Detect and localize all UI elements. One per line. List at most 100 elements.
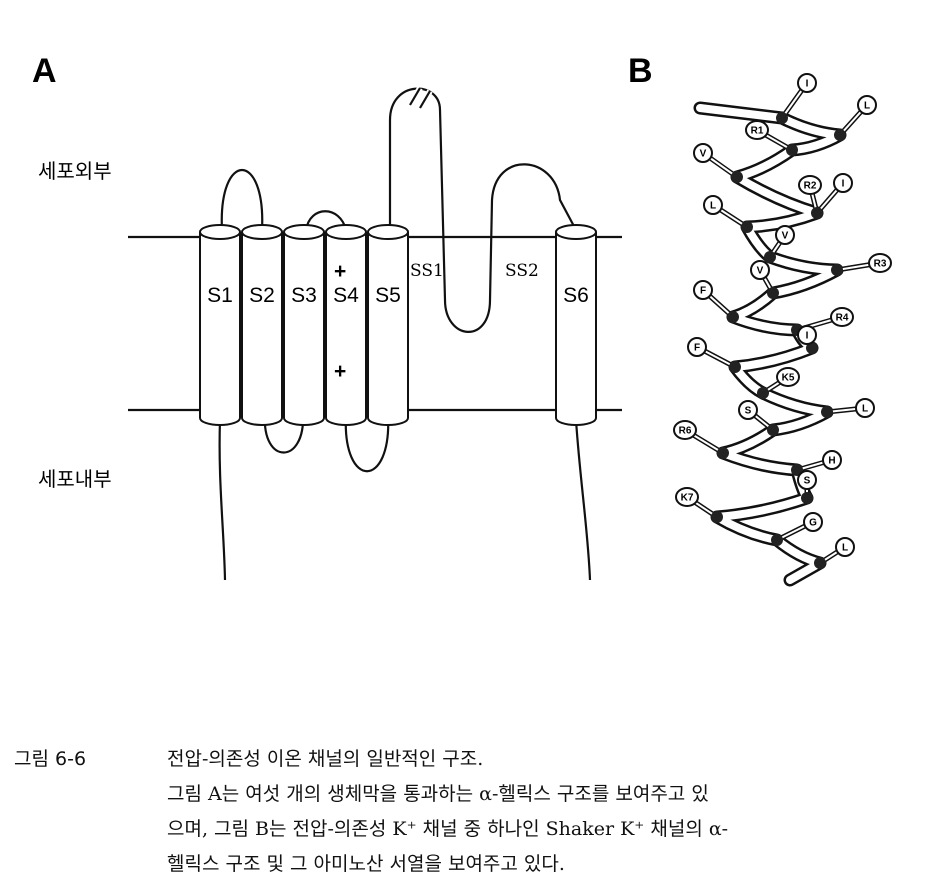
alpha-carbon-node <box>786 144 798 156</box>
residue-label: R6 <box>679 426 692 437</box>
alpha-carbon-node <box>814 557 826 569</box>
residue-r3: R3 <box>868 253 892 273</box>
residue-s: S <box>738 400 758 420</box>
residue-i: I <box>833 173 853 193</box>
residue-label: G <box>809 518 817 529</box>
residue-r4: R4 <box>830 307 854 327</box>
ss1-label: SS1 <box>410 261 444 281</box>
residue-label: F <box>694 343 700 354</box>
caption-line-2: 으며, 그림 B는 전압-의존성 K⁺ 채널 중 하나인 Shaker K⁺ 채… <box>167 818 729 840</box>
residue-s: S <box>797 470 817 490</box>
loop-s5-pore-s6 <box>388 87 577 333</box>
residue-label: H <box>828 456 835 467</box>
residue-label: R3 <box>874 259 887 270</box>
helix-s6: S6 <box>555 224 597 426</box>
caption-title: 전압-의존성 이온 채널의 일반적인 구조. <box>167 748 484 770</box>
residue-label: R2 <box>804 181 817 192</box>
transmembrane-helices: S1 S2 S3 S4 S5 S6 <box>199 224 597 426</box>
alpha-carbon-node <box>731 171 743 183</box>
alpha-carbon-node <box>776 112 788 124</box>
residue-l: L <box>857 95 877 115</box>
residue-r6: R6 <box>673 420 697 440</box>
intracellular-label: 세포내부 <box>38 467 112 491</box>
residue-label: K5 <box>782 373 795 384</box>
loop-s3-s4 <box>304 210 348 231</box>
residue-k7: K7 <box>675 487 699 507</box>
loop-s1-s2 <box>220 169 264 231</box>
alpha-carbon-node <box>727 311 739 323</box>
c-terminus <box>574 419 592 581</box>
residue-label: I <box>842 179 845 190</box>
residue-l: L <box>855 398 875 418</box>
loop-s4-s5 <box>344 414 390 473</box>
residue-k5: K5 <box>776 367 800 387</box>
helix-s2: S2 <box>241 224 283 426</box>
caption-line-1: 그림 A는 여섯 개의 생체막을 통과하는 α-헬릭스 구조를 보여주고 있 <box>167 783 709 805</box>
residue-label: V <box>782 231 789 242</box>
segment-label: S5 <box>375 284 401 307</box>
helix-s4: S4 <box>325 224 367 426</box>
helix-s3: S3 <box>283 224 325 426</box>
alpha-carbon-node <box>801 492 813 504</box>
alpha-carbon-node <box>821 406 833 418</box>
alpha-carbon-node <box>711 511 723 523</box>
residue-label: K7 <box>681 493 694 504</box>
segment-label: S2 <box>249 284 275 307</box>
break-mark-icon <box>409 87 431 109</box>
residue-label: R4 <box>836 313 849 324</box>
alpha-carbon-node <box>771 534 783 546</box>
s4-plus-bottom: + <box>334 360 346 383</box>
residue-label: L <box>862 404 868 415</box>
residue-i: I <box>797 325 817 345</box>
alpha-carbon-node <box>831 264 843 276</box>
panel-b-letter: B <box>628 52 653 90</box>
residue-g: G <box>803 512 823 532</box>
alpha-carbon-node <box>811 207 823 219</box>
alpha-carbon-node <box>741 221 753 233</box>
figure-caption: 그림 6-6 전압-의존성 이온 채널의 일반적인 구조. 그림 A는 여섯 개… <box>14 742 728 882</box>
residue-r1: R1 <box>745 120 769 140</box>
n-terminus <box>218 419 227 581</box>
residue-v: V <box>693 143 713 163</box>
alpha-carbon-node <box>757 387 769 399</box>
residue-f: F <box>687 337 707 357</box>
residue-r2: R2 <box>798 175 822 195</box>
residue-label: V <box>757 266 764 277</box>
extracellular-label: 세포외부 <box>38 159 112 183</box>
caption-line-3: 헬릭스 구조 및 그 아미노산 서열을 보여주고 있다. <box>167 853 565 875</box>
residue-v: V <box>775 225 795 245</box>
caption-number: 그림 6-6 <box>14 748 87 770</box>
segment-label: S3 <box>291 284 317 307</box>
residue-label: I <box>806 331 809 342</box>
alpha-carbon-node <box>764 251 776 263</box>
segment-label: S6 <box>563 284 589 307</box>
panel-a-letter: A <box>32 52 57 90</box>
s4-plus-top: + <box>334 260 346 283</box>
residue-label: L <box>842 543 848 554</box>
residue-label: I <box>806 79 809 90</box>
residue-label: V <box>700 149 707 160</box>
alpha-carbon-node <box>806 342 818 354</box>
residue-label: L <box>864 101 870 112</box>
connecting-loops <box>218 86 592 581</box>
residue-h: H <box>822 450 842 470</box>
residue-label: S <box>745 406 752 417</box>
residue-label: F <box>700 286 706 297</box>
segment-label: S1 <box>207 284 233 307</box>
residue-v: V <box>750 260 770 280</box>
alpha-carbon-node <box>767 424 779 436</box>
alpha-carbon-node <box>834 129 846 141</box>
residue-label: L <box>710 201 716 212</box>
helix-s1: S1 <box>199 224 241 426</box>
residue-label: S <box>804 476 811 487</box>
residue-l: L <box>703 195 723 215</box>
ss2-label: SS2 <box>505 261 539 281</box>
alpha-carbon-node <box>729 361 741 373</box>
residue-label: R1 <box>751 126 764 137</box>
alpha-carbon-node <box>767 287 779 299</box>
residue-l: L <box>835 537 855 557</box>
residue-f: F <box>693 280 713 300</box>
residue-i: I <box>797 73 817 93</box>
